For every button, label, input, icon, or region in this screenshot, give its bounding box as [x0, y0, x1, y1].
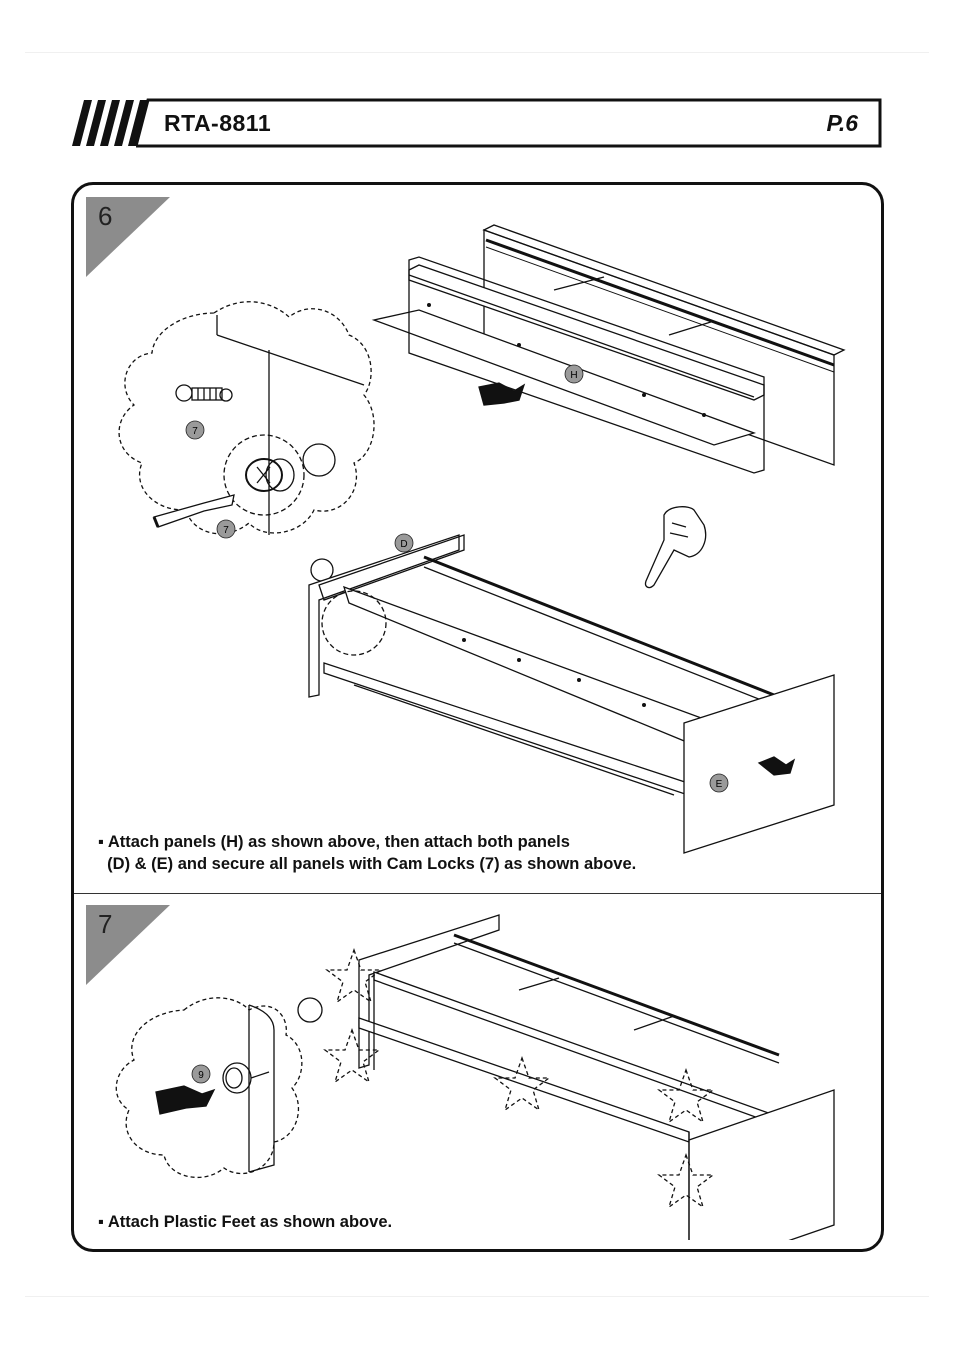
bottom-hairline [25, 1296, 929, 1297]
step-6-illustration [118, 224, 846, 854]
panel-h-assembly [371, 224, 846, 474]
step-divider [74, 893, 881, 894]
step-tab-triangle [86, 197, 170, 277]
step-6-number: 6 [98, 201, 113, 231]
page-number: P.6 [826, 110, 858, 136]
assembled-cabinet [358, 914, 835, 1240]
step-6-tab: 6 [86, 197, 172, 277]
step-7-instruction: ▪ Attach Plastic Feet as shown above. [98, 1213, 393, 1231]
step-6-instruction-line-2: (D) & (E) and secure all panels with Cam… [98, 855, 637, 873]
step-7-illustration [115, 914, 835, 1240]
cam-lock-icon [223, 434, 336, 516]
top-hairline [25, 52, 929, 53]
screwdriver-icon [152, 494, 235, 528]
foot-position-markers [323, 948, 715, 1209]
pointing-hand-icon [644, 506, 707, 589]
insert-arrow-icon [155, 1085, 216, 1115]
step-6-instruction-line-1: ▪ Attach panels (H) as shown above, then… [98, 833, 570, 851]
step-7-number: 7 [98, 909, 113, 939]
step-tab-triangle [86, 905, 170, 985]
header-frame [72, 98, 882, 148]
plastic-foot-icon [222, 1062, 270, 1094]
model-number: RTA-8811 [164, 110, 272, 136]
cabinet-assembly [308, 534, 835, 854]
cam-bolt-icon [175, 384, 233, 402]
insert-arrow-icon [478, 382, 526, 406]
page-header: RTA-8811 P.6 [70, 98, 882, 150]
step-7-tab: 7 [86, 905, 172, 985]
instruction-frame: 6 [71, 182, 884, 1252]
